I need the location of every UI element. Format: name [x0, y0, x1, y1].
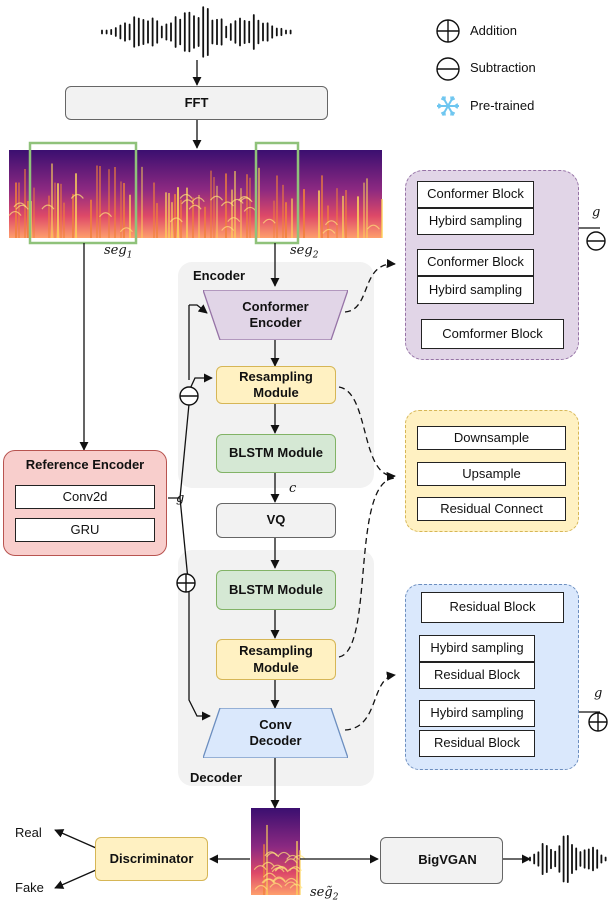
reference-encoder-title: Reference Encoder — [25, 456, 145, 472]
decoder-detail-item: Residual Block — [419, 662, 535, 689]
legend-pretrained-label: Pre-trained — [470, 98, 535, 113]
discriminator-block: Discriminator — [95, 837, 208, 881]
c-label: c — [289, 481, 297, 496]
seg2-label: seg2 — [290, 243, 319, 261]
resampling-detail-item: Downsample — [417, 426, 566, 450]
snowflake-icon — [437, 95, 459, 117]
resampling-detail-item: Upsample — [417, 462, 566, 486]
resampling-module-decoder: Resampling Module — [216, 639, 336, 680]
vq-block: VQ — [216, 503, 336, 538]
g-label-conformer: g — [592, 205, 601, 220]
decoder-detail-item: Residual Block — [421, 592, 564, 623]
addition-icon — [176, 573, 196, 593]
waveform-icon — [529, 834, 607, 884]
spectrogram-image — [251, 808, 306, 895]
g-label-decoder: g — [594, 686, 603, 701]
conformer-detail-item: Conformer Block — [417, 181, 534, 208]
bigvgan-block: BigVGAN — [380, 837, 503, 884]
conv2d-block: Conv2d — [15, 485, 155, 509]
seg2-tilde-label: seg̃2 — [310, 885, 339, 903]
conformer-detail-item: Comformer Block — [421, 319, 564, 349]
subtraction-icon — [436, 57, 460, 81]
addition-icon — [588, 712, 608, 732]
waveform-icon — [101, 6, 292, 58]
fake-label: Fake — [15, 880, 44, 895]
subtraction-icon — [179, 386, 199, 406]
decoder-detail-item: Hybird sampling — [419, 700, 535, 727]
gru-block: GRU — [15, 518, 155, 542]
conformer-detail-item: Conformer Block — [417, 249, 534, 276]
decoder-label: Decoder — [190, 770, 243, 785]
real-label: Real — [15, 825, 42, 840]
addition-icon — [436, 19, 460, 43]
blstm-module-encoder: BLSTM Module — [216, 434, 336, 473]
spectrogram-image — [8, 150, 383, 238]
conformer-encoder-label: Conformer Encoder — [242, 298, 309, 330]
seg1-label: seg1 — [104, 243, 133, 261]
subtraction-icon — [586, 231, 606, 251]
resampling-detail-item: Residual Connect — [417, 497, 566, 521]
conformer-detail-item: Hybird sampling — [417, 276, 534, 304]
legend-addition-label: Addition — [470, 23, 517, 38]
legend-subtraction-label: Subtraction — [470, 60, 536, 75]
decoder-detail-item: Residual Block — [419, 730, 535, 757]
conformer-encoder-block: Conformer Encoder — [203, 290, 348, 340]
conv-decoder-label: Conv Decoder — [249, 716, 302, 748]
seg1-highlight — [28, 141, 138, 245]
fft-block: FFT — [65, 86, 328, 120]
seg2-highlight — [254, 141, 300, 245]
g-label-main: g — [176, 491, 185, 506]
conv-decoder-block: Conv Decoder — [203, 708, 348, 758]
resampling-module-encoder: Resampling Module — [216, 366, 336, 404]
encoder-label: Encoder — [193, 268, 246, 283]
blstm-module-decoder: BLSTM Module — [216, 570, 336, 610]
conformer-detail-item: Hybird sampling — [417, 208, 534, 235]
decoder-detail-item: Hybird sampling — [419, 635, 535, 662]
